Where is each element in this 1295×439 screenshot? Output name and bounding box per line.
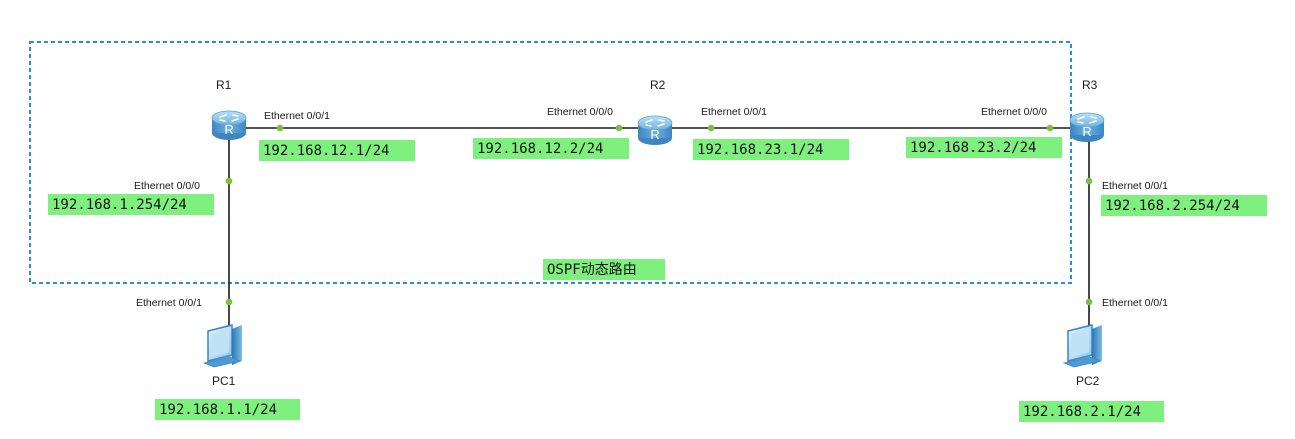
- port-dot-r2-e001: [707, 124, 715, 132]
- ip-highlight: [155, 399, 300, 420]
- router-icon: [1069, 112, 1105, 143]
- ip-highlight: [48, 194, 214, 215]
- ip-highlight: [259, 140, 415, 161]
- port-dot-r3-e001: [1085, 177, 1093, 185]
- port-label-r1-e001: Ethernet 0/0/1: [264, 110, 330, 122]
- port-label-r2-e000: Ethernet 0/0/0: [547, 106, 613, 118]
- ip-label-r1-e000: 192.168.1.254/24: [52, 197, 187, 213]
- ip-highlight: [693, 139, 849, 160]
- pc-icon: [203, 324, 243, 368]
- pc-pc1[interactable]: [203, 324, 243, 368]
- ip-label-r3-e001: 192.168.2.254/24: [1105, 198, 1240, 214]
- port-dots: [225, 124, 1093, 306]
- router-r1[interactable]: [211, 110, 247, 141]
- device-name-r3: R3: [1082, 78, 1098, 92]
- port-dot-pc2-e001: [1085, 298, 1093, 306]
- port-dot-pc1-e001: [225, 298, 233, 306]
- ospf-area-boundary: [29, 41, 1072, 284]
- port-label-pc1-e001: Ethernet 0/0/1: [136, 297, 202, 309]
- ip-label-pc1: 192.168.1.1/24: [159, 402, 277, 418]
- port-dot-r3-e000: [1046, 124, 1054, 132]
- ip-highlight: [906, 137, 1062, 158]
- port-label-r3-e000: Ethernet 0/0/0: [981, 106, 1047, 118]
- ip-label-pc2: 192.168.2.1/24: [1023, 404, 1141, 420]
- pc-pc2[interactable]: [1063, 324, 1103, 368]
- port-dot-r1-e001: [276, 124, 284, 132]
- port-label-r2-e001: Ethernet 0/0/1: [701, 106, 767, 118]
- device-name-r2: R2: [650, 78, 666, 92]
- ip-label-r2-e000: 192.168.12.2/24: [477, 141, 603, 157]
- ip-label-r3-e000: 192.168.23.2/24: [910, 140, 1036, 156]
- ip-highlight: [1019, 401, 1164, 422]
- router-icon: [637, 115, 673, 146]
- ospf-area-label-highlight: [543, 259, 665, 280]
- ip-label-r2-e001: 192.168.23.1/24: [697, 142, 823, 158]
- router-r2[interactable]: [637, 115, 673, 146]
- port-dot-r1-e000: [225, 177, 233, 185]
- ospf-area-label: OSPF动态路由: [547, 262, 637, 278]
- device-name-pc2: PC2: [1076, 374, 1100, 388]
- router-icon: [211, 110, 247, 141]
- device-name-pc1: PC1: [212, 374, 236, 388]
- port-label-pc2-e001: Ethernet 0/0/1: [1102, 297, 1168, 309]
- ip-labels: 192.168.12.1/24 192.168.12.2/24 192.168.…: [48, 137, 1267, 422]
- device-name-r1: R1: [216, 78, 232, 92]
- pc-icon: [1063, 324, 1103, 368]
- ip-highlight: [473, 138, 629, 159]
- ip-label-r1-e001: 192.168.12.1/24: [263, 143, 389, 159]
- ip-highlight: [1101, 195, 1267, 216]
- port-dot-r2-e000: [615, 124, 623, 132]
- port-label-r3-e001: Ethernet 0/0/1: [1102, 180, 1168, 192]
- router-r3[interactable]: [1069, 112, 1105, 143]
- port-label-r1-e000: Ethernet 0/0/0: [134, 180, 200, 192]
